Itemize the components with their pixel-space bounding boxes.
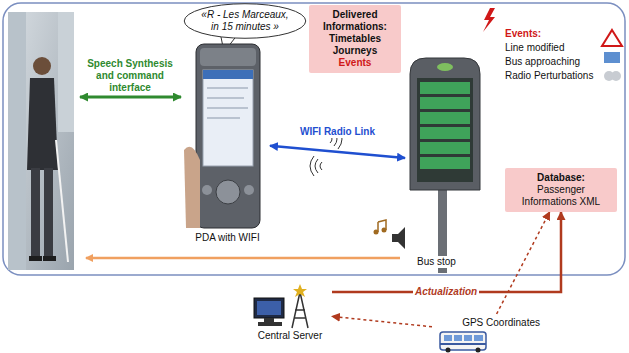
speaker-icon (374, 220, 406, 249)
info-box: Delivered Informations:Timetables Journe… (309, 5, 401, 73)
speech-arrow (80, 96, 181, 99)
node-text: Central Server (256, 330, 324, 342)
bus-icon (440, 332, 486, 353)
events-heading: Events: (505, 28, 541, 40)
pda-device (184, 44, 260, 228)
gps-link (332, 316, 432, 326)
bus-node: GPS Coordinates (432, 314, 542, 351)
node-text: Database: (510, 172, 612, 184)
lightning-icon (483, 8, 495, 32)
event-item: Bus approaching (505, 56, 580, 68)
node-text: Passenger Informations XML (510, 184, 612, 208)
bus-stop-sign (410, 58, 480, 273)
node-text: GPS Coordinates (460, 317, 542, 329)
node-text: Bus stop (415, 256, 458, 268)
connector-arrow (332, 212, 561, 292)
edge-label: WIFI Radio Link (298, 126, 377, 138)
connector-arrow (270, 146, 405, 158)
node-text: Events (314, 57, 396, 69)
event-icons (602, 30, 622, 81)
edge-label: Actualization (413, 286, 479, 298)
interface-label: Speech Synthesis and command interface (78, 58, 182, 94)
node-text: Delivered Informations: (314, 9, 396, 33)
node-text: PDA with WIFI (193, 232, 261, 244)
audio-arrow (86, 257, 400, 260)
node-text: «R - Les Marceaux, in 15 minutes » (197, 9, 293, 33)
bubble-shape (184, 4, 306, 39)
gps-link (497, 212, 550, 314)
person-photo (8, 12, 74, 270)
system-outline (3, 3, 625, 275)
server-node: Central Server (248, 282, 332, 342)
bus-stop-node: Bus stop (405, 55, 485, 268)
server-icon (254, 284, 308, 328)
speech-bubble: «R - Les Marceaux, in 15 minutes » (183, 3, 307, 39)
node-text: Timetables Journeys (314, 33, 396, 57)
pda-node: PDA with WIFI (185, 40, 270, 244)
database-box: Database:Passenger Informations XML (505, 168, 617, 212)
event-item: Line modified (505, 42, 564, 54)
event-item: Radio Perturbations (505, 70, 593, 82)
